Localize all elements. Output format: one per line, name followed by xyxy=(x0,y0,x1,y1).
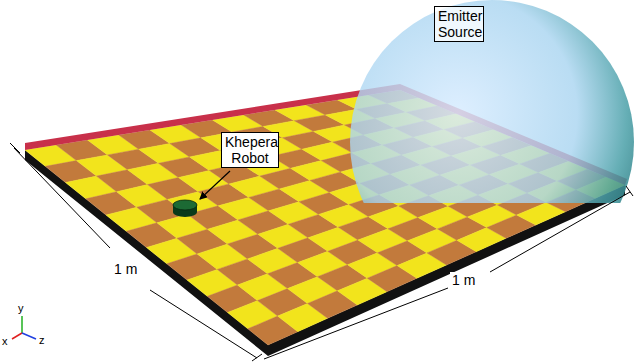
callout-text: Khepera Robot xyxy=(225,134,275,166)
leader-arrow xyxy=(200,171,230,199)
axis-label: y xyxy=(18,302,24,314)
dimension-line xyxy=(10,143,262,361)
axis-triad xyxy=(12,316,36,339)
wall xyxy=(25,84,400,150)
axis-label: z xyxy=(39,334,45,346)
emitter-dome xyxy=(350,0,634,203)
axis-label: x xyxy=(2,335,8,347)
callout-box: Khepera Robot xyxy=(221,132,279,168)
dimension-line xyxy=(264,186,633,359)
dimension-label: 1 m xyxy=(450,272,477,288)
dimension-label: 1 m xyxy=(112,261,139,277)
khepera-robot xyxy=(173,200,197,217)
callout-box: Emitter Source xyxy=(434,6,484,42)
callout-text: Emitter Source xyxy=(438,8,480,40)
